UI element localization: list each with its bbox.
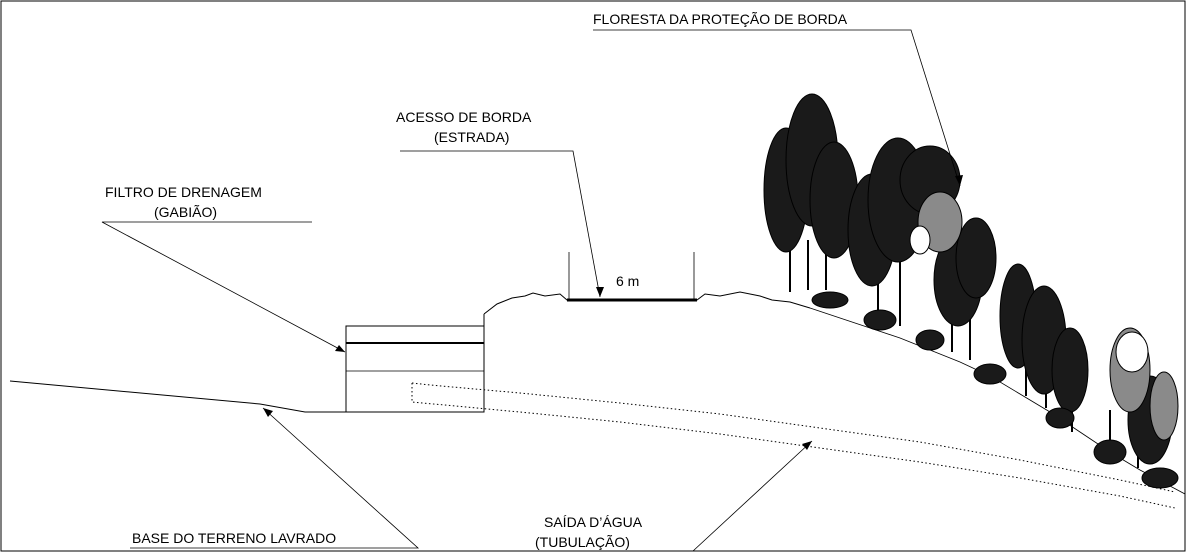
base-arrowhead (263, 408, 273, 417)
base-label: BASE DO TERRENO LAVRADO (132, 530, 336, 546)
forest-protection-trees (763, 93, 1179, 489)
filter-label-line1: FILTRO DE DRENAGEM (105, 184, 262, 200)
filter-leader (101, 221, 346, 353)
ground-surface-line (483, 291, 811, 315)
base-terrain-line (9, 380, 346, 413)
access-label-line1: ACESSO DE BORDA (396, 109, 532, 125)
access-leader (400, 150, 601, 298)
filter-arrowhead (335, 345, 345, 352)
forest-arrowhead (955, 175, 963, 186)
outlet-label-line2: (TUBULAÇÃO) (535, 534, 630, 550)
forest-leader (593, 29, 961, 187)
outlet-leader (534, 440, 813, 552)
water-outlet-pipe (411, 382, 1176, 509)
outlet-label-line1: SAÍDA D’ÁGUA (544, 514, 643, 530)
gabion-filter (345, 314, 485, 413)
outlet-arrowhead (802, 441, 812, 450)
filter-label-line2: (GABIÃO) (154, 204, 217, 220)
access-arrowhead (596, 287, 604, 297)
base-leader (130, 407, 420, 549)
road-width-label: 6 m (616, 273, 639, 289)
access-label-line2: (ESTRADA) (434, 129, 509, 145)
forest-label: FLORESTA DA PROTEÇÃO DE BORDA (593, 11, 848, 27)
